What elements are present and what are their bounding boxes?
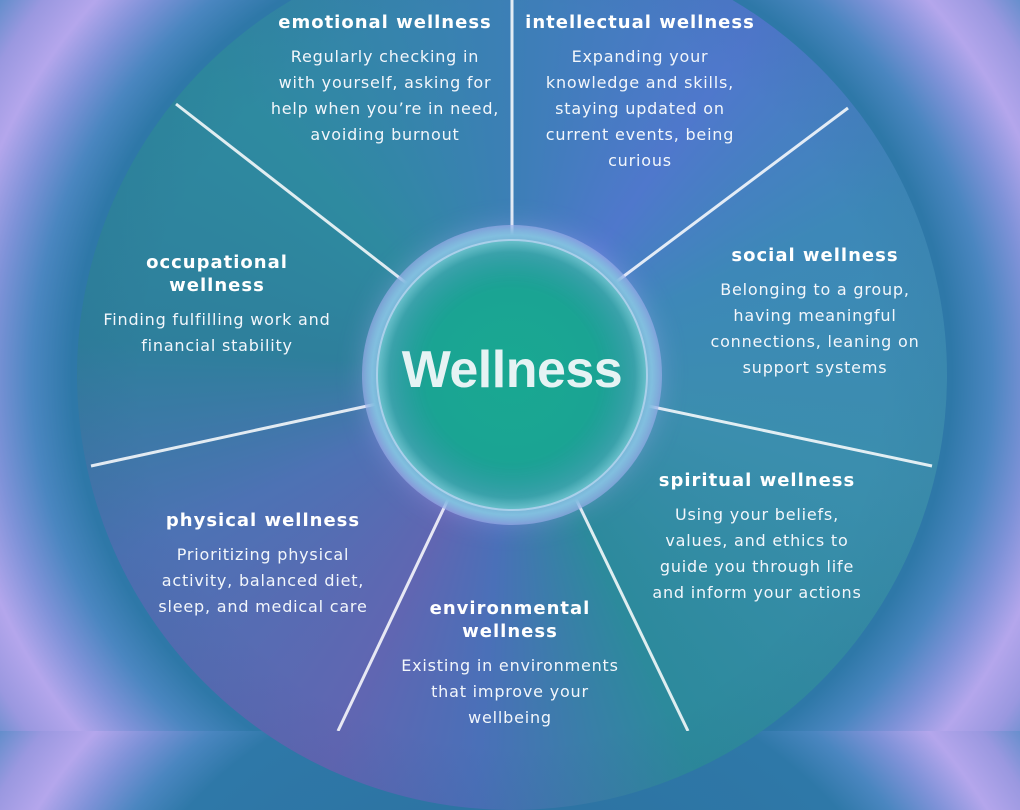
divider-physical-occupational: [90, 396, 405, 468]
segment-text: Existing in environments that improve yo…: [401, 656, 619, 727]
divider-spiritual-environmental: [560, 469, 690, 731]
segment-heading: environmental wellness: [429, 598, 591, 642]
segment-text: Prioritizing physical activity, balanced…: [158, 545, 368, 616]
segment-heading: spiritual wellness: [658, 470, 856, 491]
segment-text: Finding fulfilling work and financial st…: [103, 310, 331, 355]
divider-intellectual-social: [591, 106, 849, 302]
divider-environmental-physical: [336, 469, 464, 731]
segment-physical: physical wellness Prioritizing physical …: [148, 509, 378, 620]
segment-text: Regularly checking in with yourself, ask…: [270, 47, 500, 144]
segment-environmental: environmental wellness Existing in envir…: [395, 597, 625, 731]
segment-heading: occupational wellness: [146, 252, 288, 296]
segment-emotional: emotional wellness Regularly checking in…: [270, 11, 500, 148]
wheel-dividers: [0, 0, 1020, 731]
segment-text: Using your beliefs, values, and ethics t…: [652, 505, 862, 602]
segment-heading: social wellness: [731, 245, 899, 266]
segment-text: Expanding your knowledge and skills, sta…: [545, 47, 735, 170]
segment-social: social wellness Belonging to a group, ha…: [700, 244, 930, 381]
divider-social-spiritual: [619, 398, 933, 468]
divider-occupational-emotional: [175, 102, 429, 302]
center-title: Wellness: [401, 341, 623, 399]
segment-intellectual: intellectual wellness Expanding your kno…: [525, 11, 755, 174]
segment-spiritual: spiritual wellness Using your beliefs, v…: [642, 469, 872, 606]
segment-heading: intellectual wellness: [525, 12, 755, 33]
center-circle: [362, 225, 662, 525]
segment-occupational: occupational wellness Finding fulfilling…: [102, 251, 332, 359]
segment-heading: physical wellness: [165, 510, 361, 531]
segment-heading: emotional wellness: [278, 12, 492, 33]
segment-text: Belonging to a group, having meaningful …: [710, 280, 920, 377]
